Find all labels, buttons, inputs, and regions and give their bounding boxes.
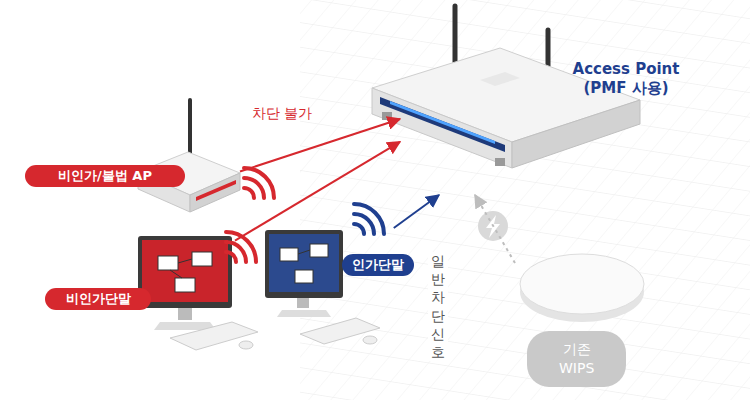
tag-label: 비인가/불법 AP: [25, 165, 185, 187]
unauthorized-pc: [138, 236, 258, 350]
floor-grid: [300, 0, 750, 400]
device-label: Access Point (PMF 사용): [565, 60, 687, 98]
unauthorized-terminal: 비인가단말: [45, 228, 235, 333]
signal-arrow: [475, 195, 515, 263]
arrow-label: 차단 불가: [252, 104, 312, 122]
signal-arrow: [240, 119, 400, 172]
authorized-terminal: 인가단말: [262, 228, 417, 328]
signal-arrow: [394, 195, 439, 228]
rogue-ap-router: [138, 100, 240, 212]
wips: 기존 WIPS: [515, 245, 645, 395]
wips-sensor: [520, 254, 644, 322]
tag-label: 인가단말: [342, 254, 414, 276]
arrow-label: 일반 차단신호: [428, 252, 448, 361]
tag-label: 기존 WIPS: [527, 331, 626, 387]
signal-arrow: [235, 142, 400, 241]
rogue-ap: 비인가/불법 AP: [25, 140, 240, 230]
wifi-waves: [226, 168, 384, 262]
authorized-pc: [265, 230, 380, 344]
access-point: Access Point (PMF 사용): [400, 5, 700, 195]
tag-label: 비인가단말: [45, 288, 151, 310]
